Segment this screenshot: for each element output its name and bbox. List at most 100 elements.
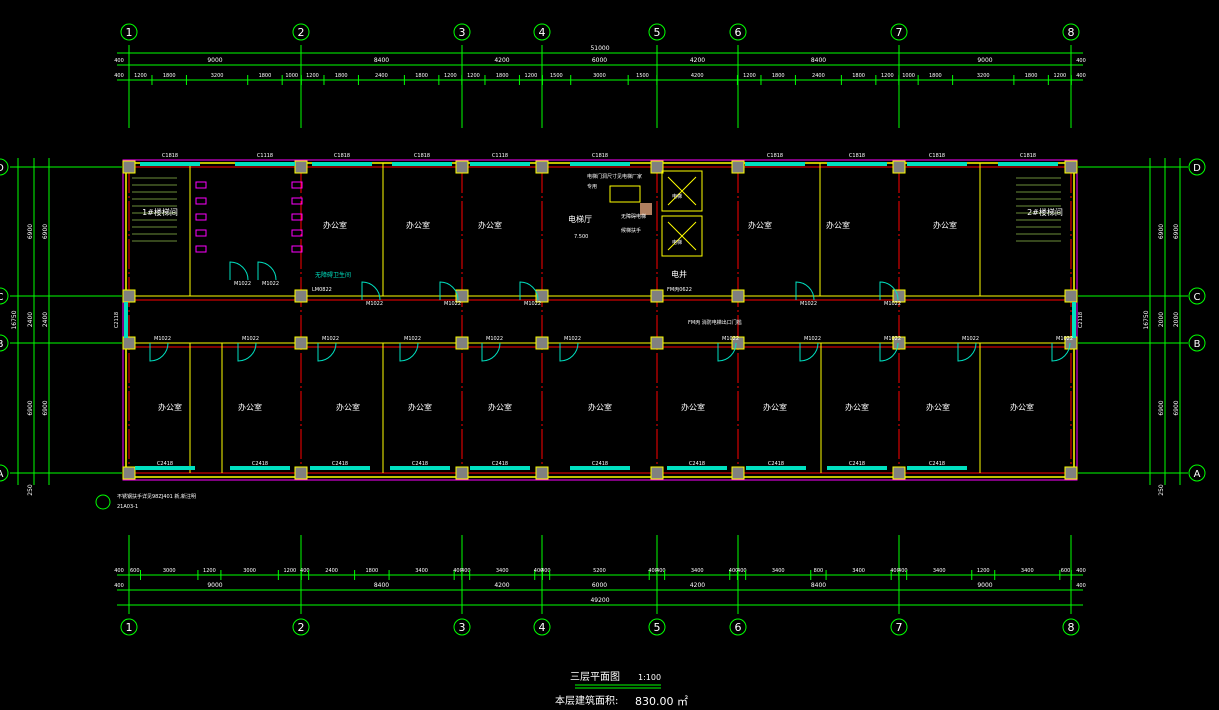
column: [455, 466, 469, 480]
axis-bubble: [1062, 23, 1080, 41]
door-label: M1022: [154, 336, 171, 342]
column: [535, 336, 549, 350]
dimension-value: 8400: [374, 57, 389, 64]
room-label: 办公室: [238, 402, 262, 412]
dimension-value: 6900: [1158, 224, 1165, 239]
axis-label: 7: [896, 26, 903, 39]
door-swing: [229, 261, 249, 281]
column: [650, 160, 664, 174]
axis-bubble: [0, 287, 9, 305]
window-label: C2418: [929, 461, 945, 467]
window-label: C1818: [414, 153, 430, 159]
annotation-text: 专用: [587, 183, 597, 190]
dimension-value: 400: [890, 568, 900, 574]
dimension-value: 1800: [335, 73, 348, 79]
door-label: M1022: [404, 336, 421, 342]
exterior-wall: [125, 162, 1075, 478]
dimension-value: 9000: [207, 582, 222, 589]
dimension-value: 1200: [306, 73, 319, 79]
axis-bubble: [890, 23, 908, 41]
dimension-value: 1500: [550, 73, 563, 79]
dimension-value: 400: [1076, 73, 1086, 79]
dimension-value: 3400: [933, 568, 946, 574]
window: [570, 466, 630, 470]
axis-label: A: [1194, 469, 1201, 480]
dimension-value: 1000: [285, 73, 298, 79]
room-label: 电井: [671, 269, 687, 279]
column: [650, 289, 664, 303]
drawing-title: 三层平面图: [570, 671, 620, 683]
column: [650, 466, 664, 480]
column: [535, 289, 549, 303]
dimension-value: 250: [27, 484, 34, 496]
window: [235, 162, 295, 166]
window-label: C1818: [592, 153, 608, 159]
window: [135, 466, 195, 470]
room-label: 办公室: [826, 220, 850, 230]
window-label: C2418: [592, 461, 608, 467]
room-label: 无障碍卫生间: [315, 271, 351, 279]
door-label: M1022: [322, 336, 339, 342]
dimension-value: 3000: [163, 568, 176, 574]
annotation-text: FM丙0622: [667, 287, 692, 293]
column: [294, 466, 308, 480]
dimension-value: 1200: [203, 568, 216, 574]
dimension-value: 9000: [977, 57, 992, 64]
dimension-value: 8400: [374, 582, 389, 589]
door-label: M1022: [884, 301, 901, 307]
column: [122, 336, 136, 350]
room-label: 办公室: [926, 402, 950, 412]
window: [998, 162, 1058, 166]
axis-label: 8: [1068, 621, 1075, 634]
window: [745, 162, 805, 166]
door-label: M1022: [1056, 336, 1073, 342]
axis-label: D: [1193, 163, 1201, 174]
dimension-value: 9000: [207, 57, 222, 64]
dimension-value: 3400: [852, 568, 865, 574]
window: [124, 302, 128, 338]
dimension-total: 16750: [1143, 310, 1150, 329]
window-label: C2418: [768, 461, 784, 467]
door-label: M1022: [800, 301, 817, 307]
dimension-value: 1000: [902, 73, 915, 79]
dimension-value: 400: [453, 568, 463, 574]
door-label: M1022: [366, 301, 383, 307]
door-label: M1022: [444, 301, 461, 307]
dimension-value: 250: [1158, 484, 1165, 496]
dimension-value: 1200: [881, 73, 894, 79]
dimension-value: 1800: [772, 73, 785, 79]
dimension-value: 4200: [690, 582, 705, 589]
axis-label: A: [0, 469, 4, 480]
dimension-value: 1800: [496, 73, 509, 79]
dimension-value: 6900: [1158, 400, 1165, 415]
dimension-value: 1200: [134, 73, 147, 79]
dimension-value: 3000: [593, 73, 606, 79]
dimension-lines: 1122334455667788DDCCBBAA5100040040040040…: [0, 23, 1206, 636]
axis-bubble: [729, 23, 747, 41]
column: [650, 336, 664, 350]
door-swing: [317, 342, 337, 362]
column: [1064, 160, 1078, 174]
dimension-value: 1800: [365, 568, 378, 574]
elevator-cross: [667, 221, 697, 251]
dimension-value: 400: [114, 568, 124, 574]
window: [667, 466, 727, 470]
dimension-value: 400: [114, 583, 124, 589]
toilet-fixture: [195, 213, 207, 221]
door-label: M1022: [962, 336, 979, 342]
window-label: C2118: [1078, 312, 1084, 328]
column: [535, 160, 549, 174]
dimension-value: 3400: [691, 568, 704, 574]
window: [390, 466, 450, 470]
toilet-fixture: [291, 213, 303, 221]
dimension-value: 9000: [977, 582, 992, 589]
toilet-fixture: [291, 197, 303, 205]
axis-label: 1: [126, 26, 133, 39]
dimension-value: 2000: [1173, 312, 1180, 327]
column: [892, 160, 906, 174]
axis-bubble: [890, 618, 908, 636]
dimension-value: 400: [1076, 58, 1086, 64]
window-label: C2418: [157, 461, 173, 467]
window-label: C2418: [849, 461, 865, 467]
